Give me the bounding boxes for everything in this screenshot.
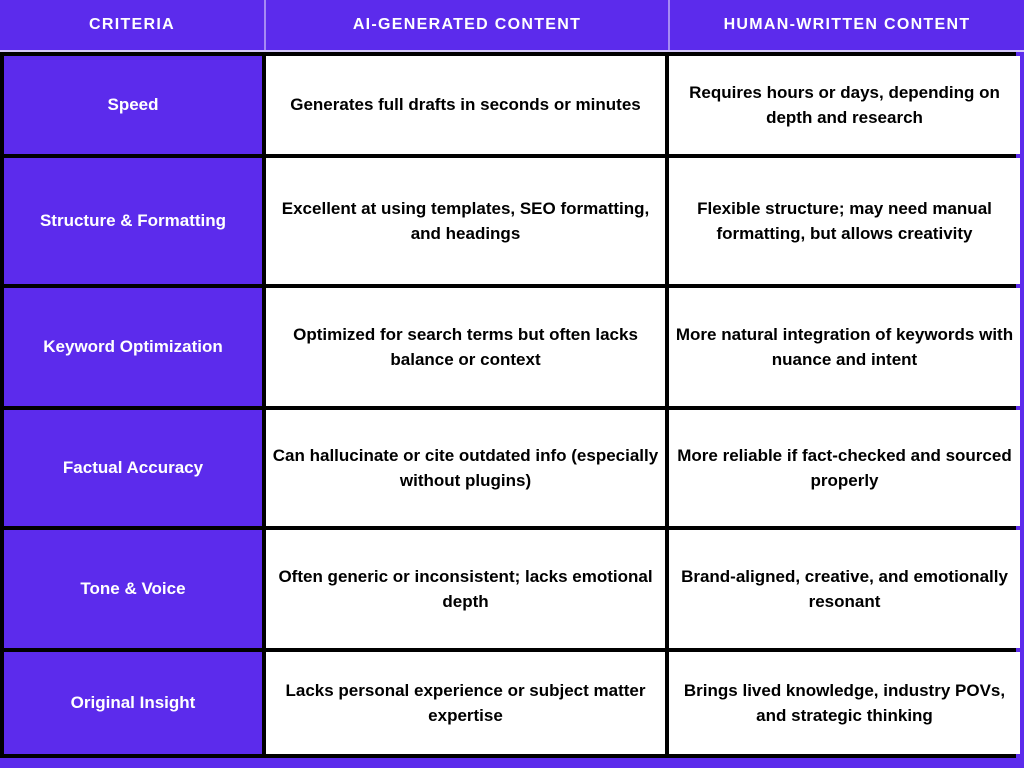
header-cell-ai-generated: AI-GENERATED CONTENT: [264, 0, 668, 50]
header-cell-criteria: CRITERIA: [89, 16, 175, 33]
human-content-cell: More reliable if fact-checked and source…: [669, 410, 1020, 526]
ai-content-cell: Excellent at using templates, SEO format…: [266, 158, 665, 284]
ai-content-cell: Lacks personal experience or subject mat…: [266, 652, 665, 754]
criteria-cell: Speed: [4, 56, 262, 154]
human-content-cell: Requires hours or days, depending on dep…: [669, 56, 1020, 154]
comparison-table: Speed Generates full drafts in seconds o…: [0, 52, 1020, 758]
table-header: CRITERIA AI-GENERATED CONTENT HUMAN-WRIT…: [0, 0, 1024, 52]
ai-content-cell: Optimized for search terms but often lac…: [266, 288, 665, 406]
criteria-cell: Structure & Formatting: [4, 158, 262, 284]
criteria-cell: Keyword Optimization: [4, 288, 262, 406]
ai-content-cell: Generates full drafts in seconds or minu…: [266, 56, 665, 154]
header-cell-human-written: HUMAN-WRITTEN CONTENT: [668, 0, 1024, 50]
criteria-cell: Tone & Voice: [4, 530, 262, 648]
criteria-cell: Factual Accuracy: [4, 410, 262, 526]
criteria-cell: Original Insight: [4, 652, 262, 754]
ai-content-cell: Often generic or inconsistent; lacks emo…: [266, 530, 665, 648]
ai-content-cell: Can hallucinate or cite outdated info (e…: [266, 410, 665, 526]
human-content-cell: Brand-aligned, creative, and emotionally…: [669, 530, 1020, 648]
human-content-cell: Flexible structure; may need manual form…: [669, 158, 1020, 284]
human-content-cell: More natural integration of keywords wit…: [669, 288, 1020, 406]
human-content-cell: Brings lived knowledge, industry POVs, a…: [669, 652, 1020, 754]
